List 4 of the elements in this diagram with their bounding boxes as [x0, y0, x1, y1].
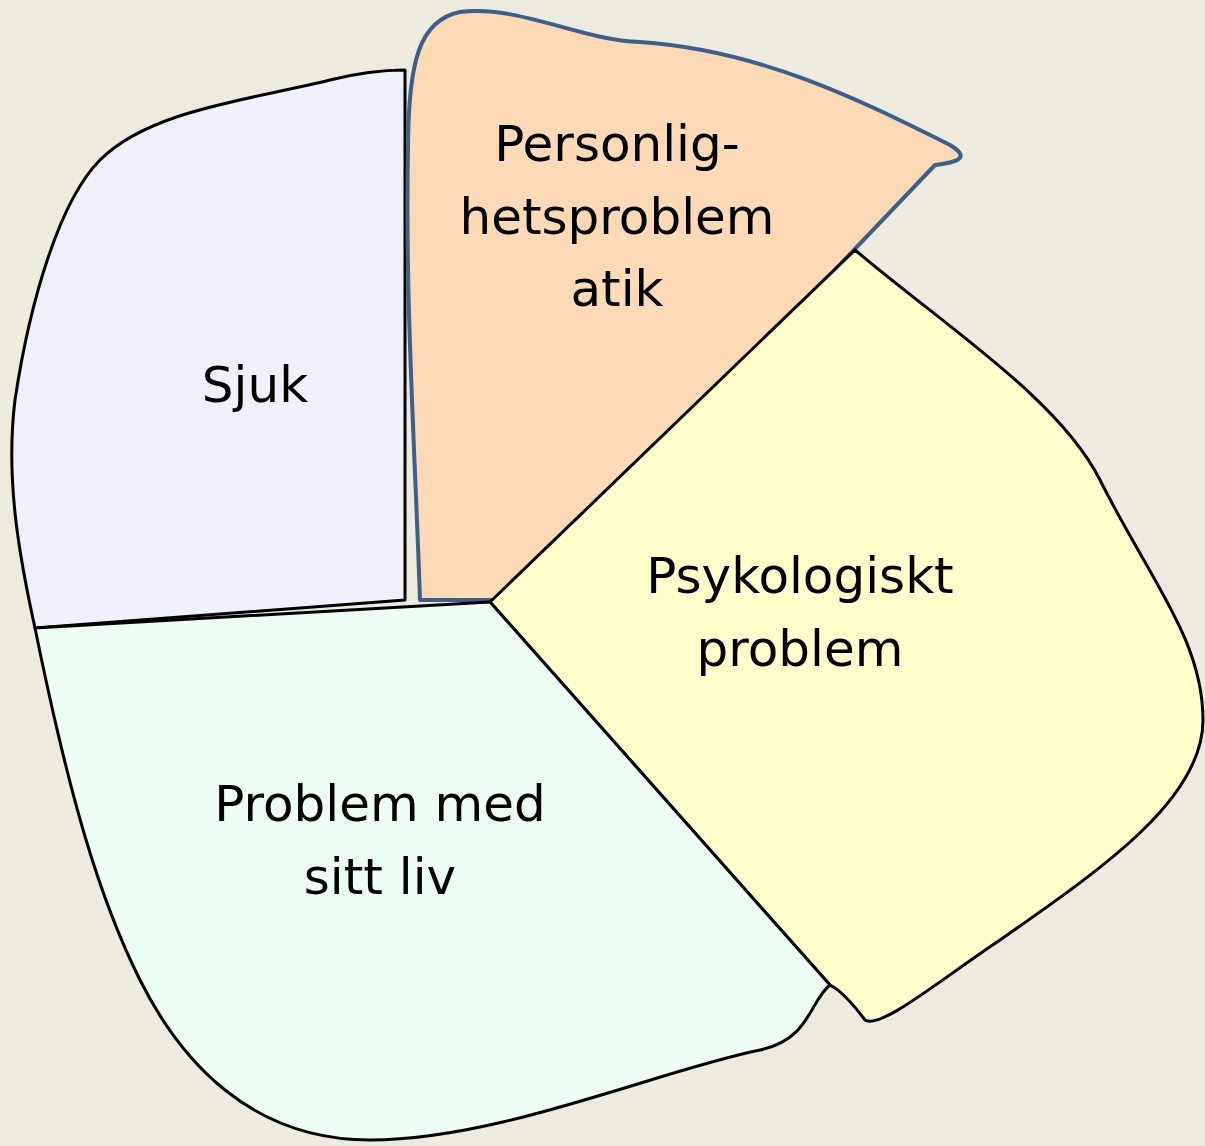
- segment-label: Problem med sitt liv: [213, 773, 547, 907]
- segment-label: Psykologiskt problem: [645, 545, 955, 679]
- segment-label: Personlig- hetsproblem atik: [458, 114, 776, 321]
- segment-label: Sjuk: [200, 354, 310, 416]
